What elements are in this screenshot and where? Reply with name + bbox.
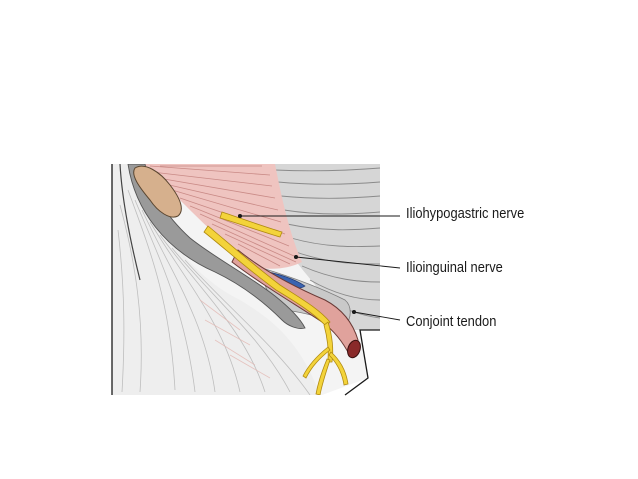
inguinal-ligament (119, 164, 306, 329)
anterior-superior-iliac-spine (133, 165, 182, 218)
illustration-panel (112, 164, 380, 395)
leader-line-conjoint (353, 311, 401, 321)
label-ilioinguinal-nerve: Ilioinguinal nerve (406, 259, 503, 276)
leader-line-ilioinguinal (295, 256, 401, 269)
nerves (203, 211, 349, 395)
label-conjoint-tendon: Conjoint tendon (406, 313, 497, 330)
leader-lines (237, 213, 401, 321)
transversalis-fascia-region (112, 164, 320, 395)
panel-outline (111, 164, 380, 396)
label-iliohypogastric-nerve: Iliohypogastric nerve (406, 205, 525, 222)
external-oblique-aponeurosis (270, 164, 380, 330)
